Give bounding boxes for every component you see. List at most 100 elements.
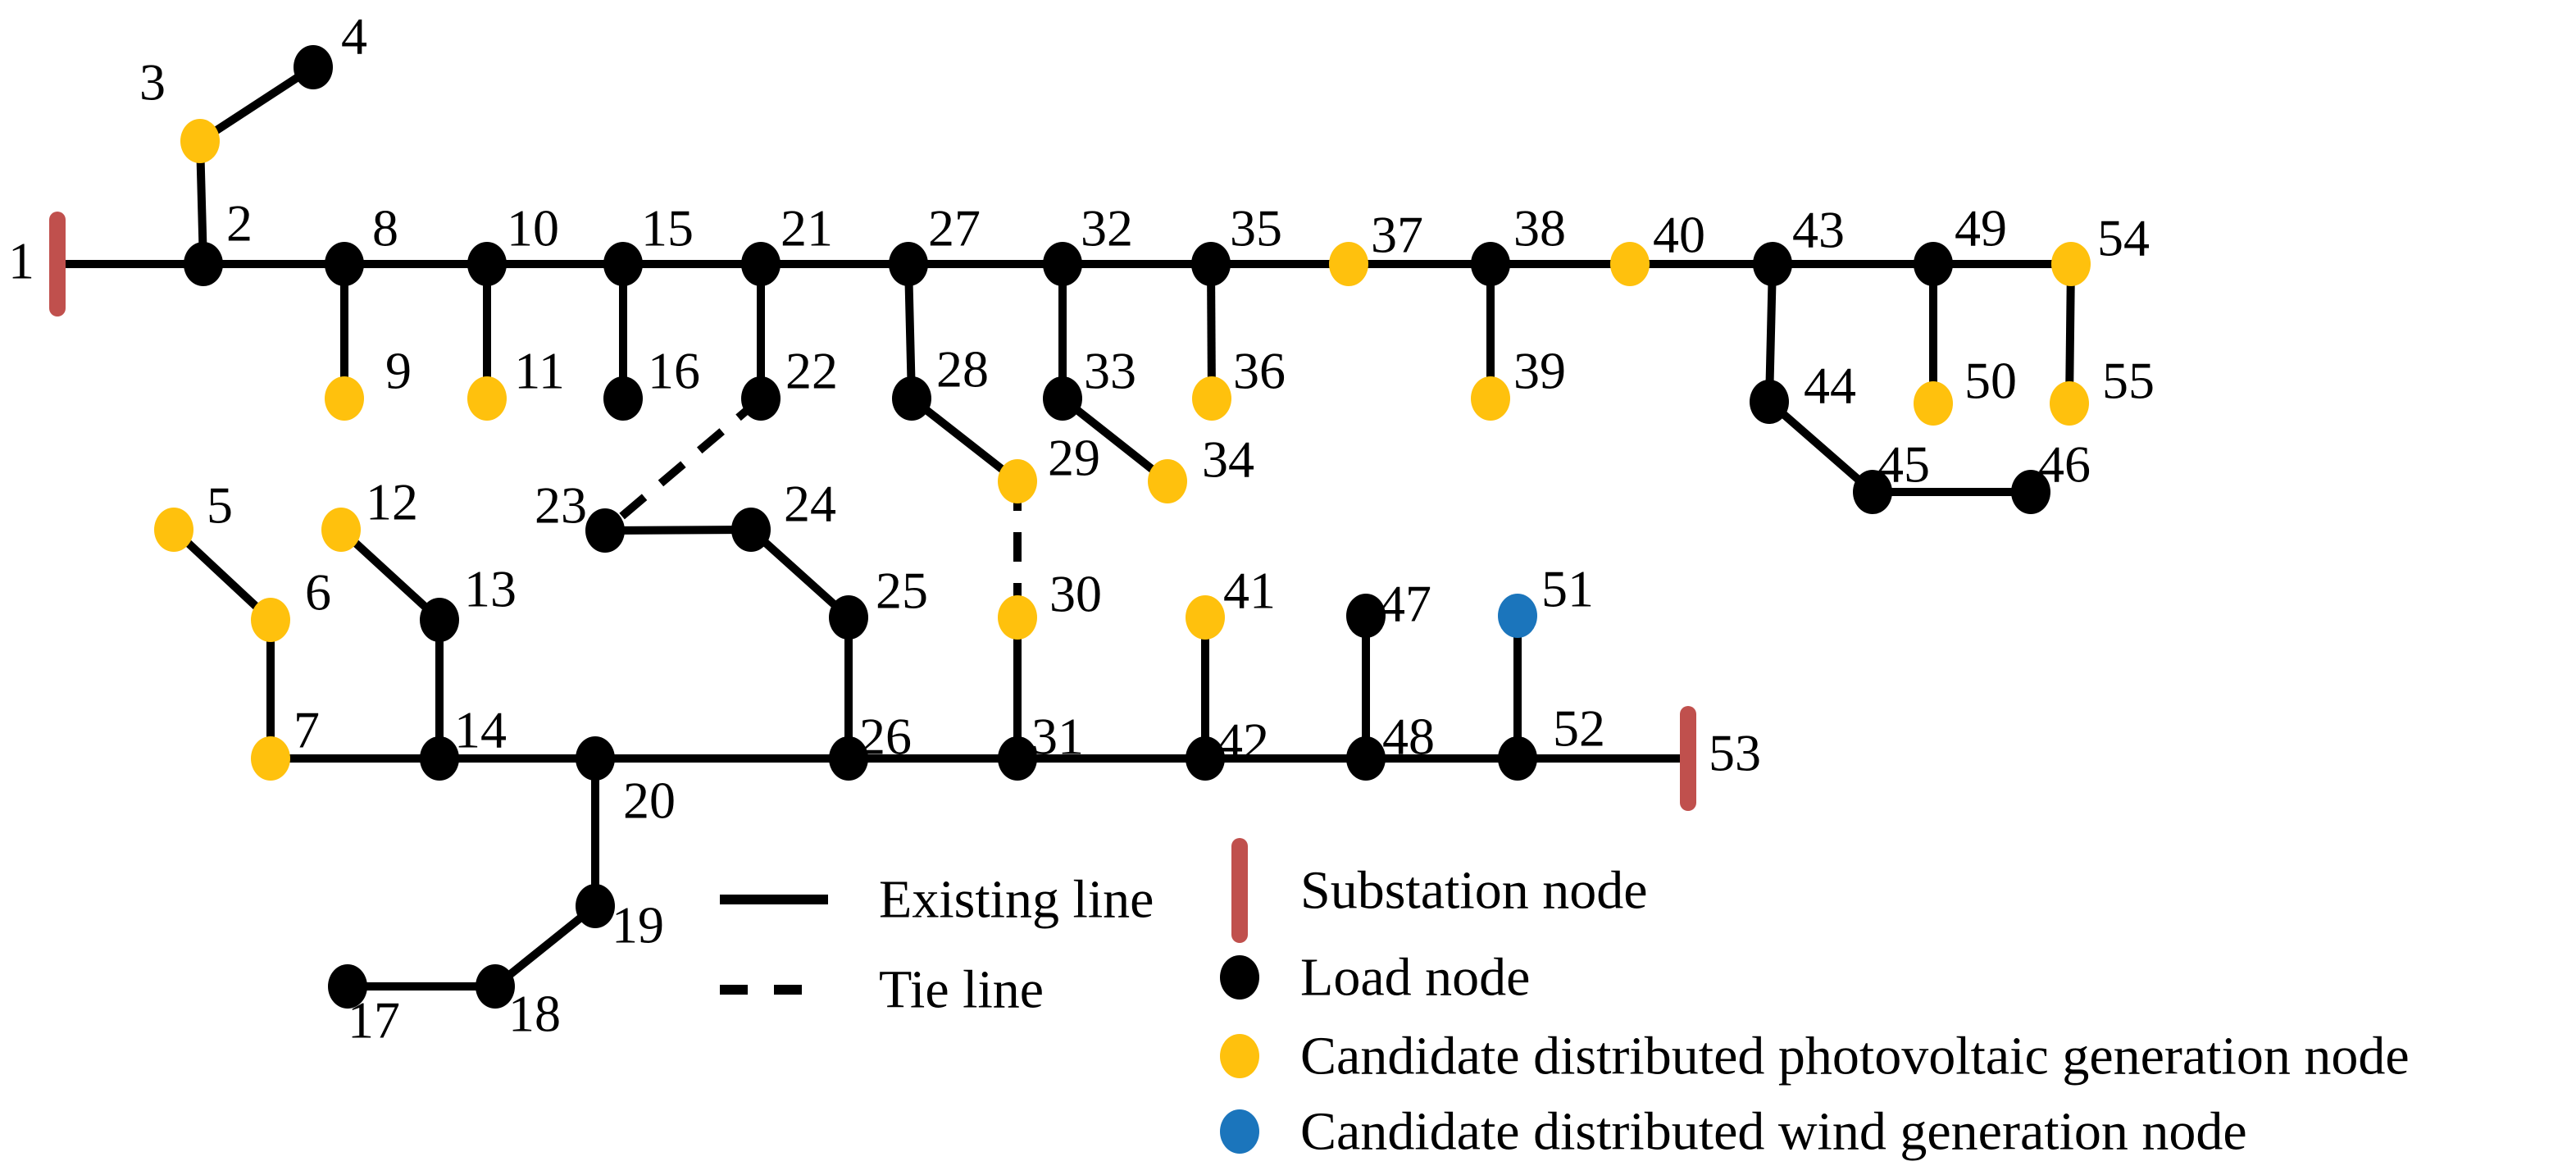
- node-32-load: [1043, 242, 1082, 286]
- node-18-load: [476, 964, 515, 1009]
- node-9-pv: [325, 376, 364, 421]
- node-12-pv: [321, 508, 361, 552]
- node-3-pv: [180, 119, 220, 163]
- node-27-load: [889, 242, 928, 286]
- tie-line-22-23: [602, 395, 764, 534]
- node-15-load: [603, 242, 643, 286]
- node-label-42: 42: [1217, 713, 1269, 771]
- node-39-pv: [1471, 376, 1510, 421]
- node-17-load: [328, 964, 367, 1009]
- node-20-load: [576, 736, 615, 781]
- node-51-wind: [1498, 594, 1537, 638]
- node-43-load: [1753, 242, 1792, 286]
- node-30-pv: [998, 595, 1037, 640]
- node-52-load: [1498, 736, 1537, 781]
- node-label-7: 7: [294, 701, 320, 759]
- line-28-29: [908, 395, 1021, 485]
- node-label-39: 39: [1513, 342, 1566, 400]
- node-8-load: [325, 242, 364, 286]
- legend-label-load: Load node: [1300, 948, 1530, 1008]
- node-label-16: 16: [648, 342, 700, 400]
- legend-label-substation: Substation node: [1300, 861, 1648, 921]
- node-label-20: 20: [623, 772, 676, 830]
- node-label-37: 37: [1371, 206, 1423, 264]
- node-label-45: 45: [1877, 435, 1930, 494]
- node-label-40: 40: [1653, 206, 1705, 264]
- node-label-49: 49: [1955, 199, 2007, 257]
- node-13-load: [420, 598, 459, 642]
- legend-marker-pv: [1220, 1034, 1259, 1078]
- node-36-pv: [1192, 376, 1231, 421]
- node-44-load: [1750, 380, 1789, 424]
- node-label-32: 32: [1081, 199, 1133, 257]
- node-31-load: [998, 736, 1037, 781]
- node-label-27: 27: [928, 199, 981, 257]
- node-label-28: 28: [936, 340, 989, 398]
- node-label-18: 18: [508, 985, 561, 1043]
- node-49-load: [1914, 242, 1953, 286]
- node-label-41: 41: [1223, 562, 1276, 620]
- node-46-load: [2011, 470, 2050, 514]
- node-53-substation: [1680, 706, 1696, 811]
- node-54-pv: [2051, 242, 2091, 286]
- node-38-load: [1471, 242, 1510, 286]
- node-41-pv: [1186, 595, 1225, 640]
- node-label-34: 34: [1202, 430, 1254, 489]
- node-label-14: 14: [454, 701, 507, 759]
- legend-marker-load: [1220, 955, 1259, 1000]
- node-label-52: 52: [1553, 699, 1605, 758]
- node-11-pv: [467, 376, 507, 421]
- legend-marker-wind: [1220, 1109, 1259, 1154]
- node-label-50: 50: [1964, 352, 2017, 410]
- node-2-load: [184, 242, 223, 286]
- node-label-9: 9: [385, 342, 412, 400]
- line-54-55: [2065, 263, 2075, 404]
- node-label-48: 48: [1382, 708, 1435, 766]
- legend-marker-substation: [1231, 838, 1248, 943]
- node-24-load: [731, 508, 771, 552]
- node-label-19: 19: [612, 896, 664, 954]
- node-label-8: 8: [372, 199, 398, 257]
- node-label-47: 47: [1379, 575, 1431, 633]
- node-label-2: 2: [226, 194, 253, 253]
- node-label-4: 4: [341, 7, 367, 66]
- line-44-45: [1766, 398, 1876, 495]
- node-29-pv: [998, 459, 1037, 503]
- node-label-12: 12: [366, 473, 418, 531]
- node-label-22: 22: [785, 342, 838, 400]
- node-26-load: [829, 736, 868, 781]
- node-label-54: 54: [2097, 209, 2150, 267]
- node-label-23: 23: [535, 476, 587, 535]
- node-label-24: 24: [784, 475, 836, 533]
- node-45-load: [1853, 470, 1892, 514]
- node-label-3: 3: [139, 53, 166, 112]
- line-23-24: [604, 526, 752, 535]
- node-34-pv: [1148, 459, 1187, 503]
- node-label-44: 44: [1804, 357, 1856, 415]
- node-label-25: 25: [876, 562, 928, 620]
- node-label-21: 21: [781, 199, 833, 257]
- node-6-pv: [251, 598, 290, 642]
- node-55-pv: [2050, 381, 2089, 426]
- node-label-33: 33: [1084, 342, 1136, 400]
- node-label-43: 43: [1792, 201, 1845, 259]
- node-48-load: [1346, 736, 1386, 781]
- legend-label-tie-line: Tie line: [879, 960, 1044, 1020]
- node-19-load: [576, 884, 615, 928]
- legend-label-wind: Candidate distributed wind generation no…: [1300, 1102, 2247, 1162]
- node-14-load: [420, 736, 459, 781]
- node-label-29: 29: [1048, 429, 1100, 487]
- node-5-pv: [154, 508, 193, 552]
- node-label-35: 35: [1230, 199, 1282, 257]
- node-label-10: 10: [507, 199, 559, 257]
- node-16-load: [603, 376, 643, 421]
- node-label-1: 1: [8, 232, 34, 290]
- node-33-load: [1043, 376, 1082, 421]
- node-label-26: 26: [859, 708, 912, 766]
- node-47-load: [1346, 594, 1386, 638]
- edges-layer: [57, 63, 2075, 991]
